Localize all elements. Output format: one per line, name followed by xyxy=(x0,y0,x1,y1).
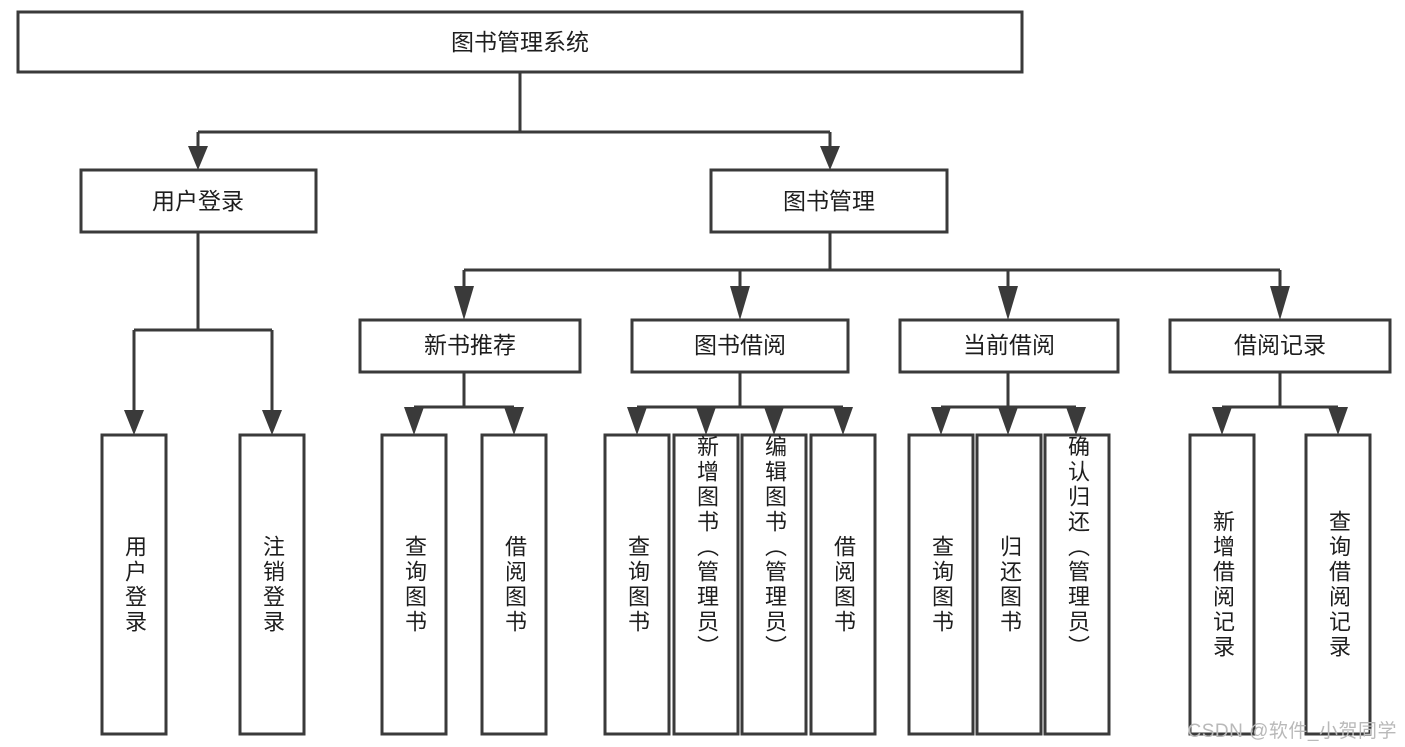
arrowhead-leaf-borrow-book-1 xyxy=(504,407,524,435)
node-user-login-label: 用户登录 xyxy=(152,188,244,214)
leaf-box-confirm-return[interactable] xyxy=(1043,433,1111,736)
node-new-book-recommend-label: 新书推荐 xyxy=(424,332,516,358)
leaf-box-user-login[interactable] xyxy=(100,433,168,736)
connector-group-user-login xyxy=(124,232,282,435)
leaf-box-logout-login[interactable] xyxy=(238,433,306,736)
node-root-box[interactable] xyxy=(16,10,1024,74)
arrowhead-leaf-query-book-1 xyxy=(404,407,424,435)
connector-group-book-borrow xyxy=(627,372,853,435)
arrowhead-leaf-logout-login xyxy=(262,410,282,435)
csdn-watermark: CSDN @软件_小贺同学 xyxy=(1187,721,1397,742)
leaf-box-borrow-book-1[interactable] xyxy=(480,433,548,736)
arrowhead-current-borrow xyxy=(998,286,1018,320)
node-borrow-record[interactable]: 借阅记录 xyxy=(1168,318,1392,374)
node-new-book-recommend[interactable]: 新书推荐 xyxy=(358,318,582,374)
arrowhead-leaf-edit-book xyxy=(764,407,784,435)
arrowhead-leaf-query-book-2 xyxy=(627,407,647,435)
leaf-box-add-record[interactable] xyxy=(1188,433,1256,736)
node-current-borrow-box[interactable] xyxy=(898,318,1120,374)
arrowhead-borrow-record xyxy=(1270,286,1290,320)
node-current-borrow-label: 当前借阅 xyxy=(963,332,1055,358)
node-new-book-recommend-box[interactable] xyxy=(358,318,582,374)
leaf-box-add-book[interactable] xyxy=(672,433,740,736)
arrowhead-book-manage xyxy=(820,146,840,170)
leaf-box-edit-book[interactable] xyxy=(740,433,808,736)
leaf-box-borrow-book-2[interactable] xyxy=(809,433,877,736)
node-user-login-box[interactable] xyxy=(79,168,318,234)
leaf-box-query-book-1[interactable] xyxy=(380,433,448,736)
leaf-box-return-book[interactable] xyxy=(975,433,1043,736)
node-current-borrow[interactable]: 当前借阅 xyxy=(898,318,1120,374)
node-book-borrow-label: 图书借阅 xyxy=(694,332,786,358)
arrowhead-leaf-return-book xyxy=(998,407,1018,435)
arrowhead-leaf-add-record xyxy=(1212,407,1232,435)
node-book-borrow[interactable]: 图书借阅 xyxy=(630,318,850,374)
connector-group-root xyxy=(188,72,840,170)
arrowhead-new-book-recommend xyxy=(454,286,474,320)
leaf-boxes xyxy=(100,433,1372,736)
connector-group-book-manage xyxy=(454,232,1290,320)
node-user-login[interactable]: 用户登录 xyxy=(79,168,318,234)
node-book-manage[interactable]: 图书管理 xyxy=(709,168,949,234)
node-book-manage-label: 图书管理 xyxy=(783,188,875,214)
connector-group-new-book-recommend xyxy=(404,372,524,435)
node-book-manage-box[interactable] xyxy=(709,168,949,234)
arrowhead-leaf-add-book xyxy=(696,407,716,435)
arrowhead-leaf-confirm-return xyxy=(1066,407,1086,435)
connector-group-borrow-record xyxy=(1212,372,1348,435)
node-root[interactable]: 图书管理系统 xyxy=(16,10,1024,74)
arrowhead-leaf-borrow-book-2 xyxy=(833,407,853,435)
node-root-label: 图书管理系统 xyxy=(451,29,589,55)
leaf-box-query-book-2[interactable] xyxy=(603,433,671,736)
node-book-borrow-box[interactable] xyxy=(630,318,850,374)
arrowhead-leaf-query-record xyxy=(1328,407,1348,435)
arrowhead-leaf-query-book-3 xyxy=(931,407,951,435)
leaf-box-query-record[interactable] xyxy=(1304,433,1372,736)
arrowhead-user-login xyxy=(188,146,208,170)
arrowhead-book-borrow xyxy=(730,286,750,320)
leaf-box-query-book-3[interactable] xyxy=(907,433,975,736)
node-borrow-record-label: 借阅记录 xyxy=(1234,332,1326,358)
arrowhead-leaf-user-login xyxy=(124,410,144,435)
connector-group-current-borrow xyxy=(931,372,1086,435)
node-borrow-record-box[interactable] xyxy=(1168,318,1392,374)
